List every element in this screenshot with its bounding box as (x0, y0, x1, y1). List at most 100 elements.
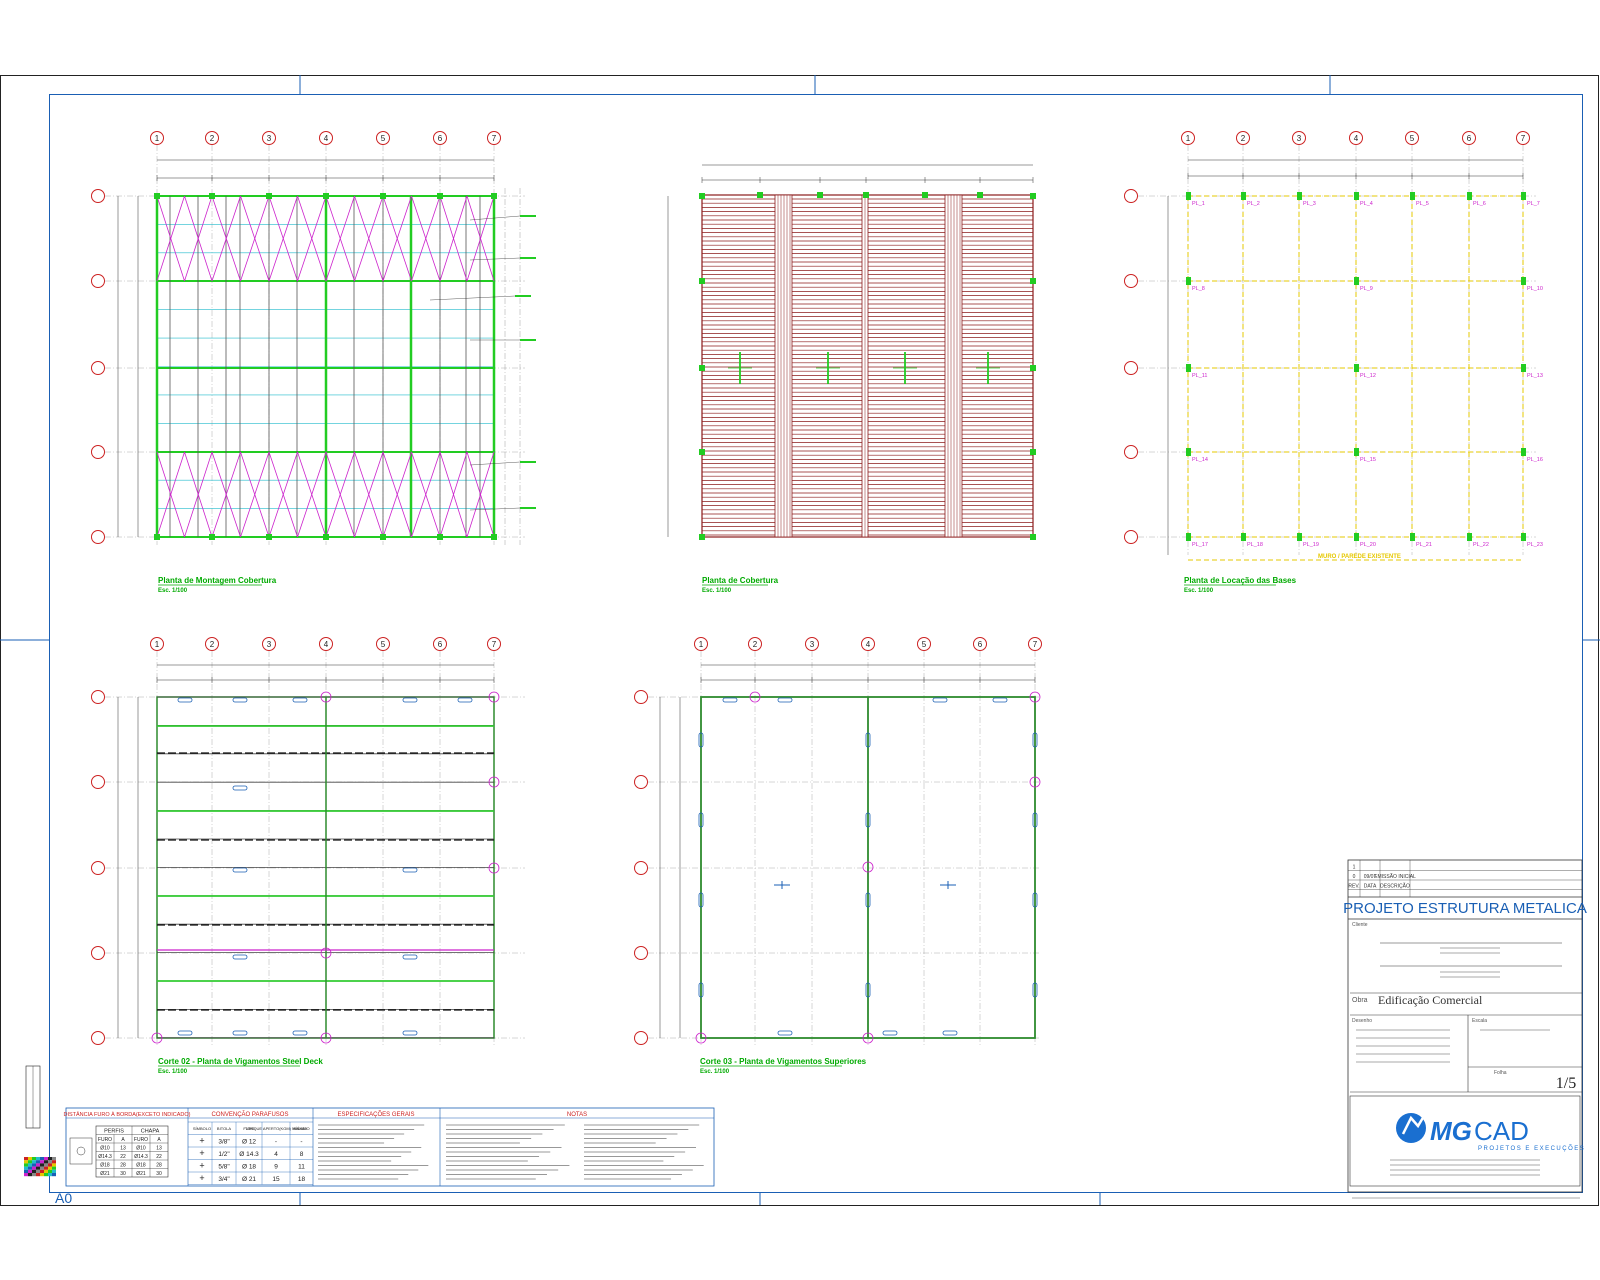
left-strip (24, 1065, 56, 1177)
holes-subhead: FURO (134, 1137, 148, 1143)
grid-axis-label: 4 (1354, 134, 1359, 143)
grid-axis-label: 7 (1521, 134, 1526, 143)
company-brand: MG (1430, 1116, 1472, 1146)
base-plate-label: PL_18 (1247, 542, 1263, 548)
pen-color-swatch (52, 1169, 56, 1173)
ridge-strip (774, 194, 793, 538)
base-plate-marker (1297, 192, 1302, 200)
view-scale-2: Esc. 1/100 (702, 588, 732, 594)
holes-cell: Ø21 (136, 1171, 146, 1177)
grid-axis-bubble (150, 131, 164, 145)
base-plate-marker (1521, 192, 1526, 200)
base-plate-marker (1186, 448, 1191, 456)
grid-axis-bubble (973, 637, 987, 651)
pen-color-swatch (52, 1173, 56, 1177)
bolts-head-cell: TORQUE APERTO(KGM) MÍNIMO (245, 1126, 307, 1131)
bracing-diagonal (211, 195, 241, 282)
grid-axis-bubble (376, 637, 390, 651)
view-title-2: Planta de Cobertura (702, 576, 779, 585)
bolts-cell: 3/8" (218, 1139, 230, 1146)
pen-color-swatch (52, 1157, 56, 1161)
bolts-cell: + (199, 1161, 204, 1171)
holes-cell: Ø10 (136, 1146, 146, 1152)
pen-color-swatch (24, 1169, 28, 1173)
client-section-label: Cliente (1352, 922, 1368, 928)
column-marker (699, 534, 705, 540)
column-marker (491, 534, 497, 540)
connection-symbol (777, 1030, 793, 1036)
grid-axis-bubble (91, 775, 105, 789)
bolts-head-cell: MÁXIMO (293, 1126, 309, 1131)
column-marker (437, 193, 443, 199)
grid-axis-label: 1 (155, 134, 160, 143)
pen-color-swatch (48, 1173, 52, 1177)
connection-symbol (698, 982, 704, 998)
base-plate-marker (1241, 192, 1246, 200)
revision-cell: DESCRIÇÃO (1380, 883, 1410, 890)
connection-symbol (232, 697, 248, 703)
connection-symbol (232, 867, 248, 873)
grid-axis-bubble (91, 861, 105, 875)
connection-symbol (402, 697, 418, 703)
holes-cell: Ø14.3 (98, 1154, 112, 1160)
pen-color-swatch (36, 1169, 40, 1173)
revision-cell: EMISSÃO INICIAL (1374, 873, 1416, 880)
grid-axis-bubble (1349, 131, 1363, 145)
bracing-diagonal (184, 451, 213, 538)
base-plate-marker (1354, 448, 1359, 456)
pen-color-swatch (48, 1163, 52, 1167)
revision-cell: 09/07 (1364, 874, 1377, 880)
bolts-cell: 18 (298, 1176, 306, 1183)
column-marker (699, 193, 705, 199)
grid-axis-bubble (91, 690, 105, 704)
grid-axis-label: 5 (381, 134, 386, 143)
holes-cell: 30 (156, 1171, 162, 1177)
connection-symbol (457, 697, 473, 703)
view-scale-5: Esc. 1/100 (700, 1069, 730, 1075)
holes-cell: Ø14.3 (134, 1154, 148, 1160)
base-plate-marker (1186, 364, 1191, 372)
pen-color-swatch (44, 1157, 48, 1161)
grid-axis-label: 1 (699, 640, 704, 649)
bolts-cell: + (199, 1173, 204, 1183)
bolts-cell: 8 (300, 1151, 304, 1158)
grid-axis-bubble (917, 637, 931, 651)
grid-axis-bubble (1462, 131, 1476, 145)
base-plate-marker (1410, 533, 1415, 541)
holes-cell: 22 (156, 1154, 162, 1160)
holes-subhead: A (121, 1137, 125, 1143)
grid-axis-label: 3 (267, 134, 272, 143)
bolts-cell: 9 (274, 1164, 278, 1171)
connection-symbol (942, 1030, 958, 1036)
holes-cell: 30 (120, 1171, 126, 1177)
connection-symbol (698, 892, 704, 908)
bracing-diagonal (411, 195, 441, 282)
grid-axis-bubble (694, 637, 708, 651)
view-titles: Planta de Montagem Cobertura Esc. 1/100 … (158, 576, 1297, 1075)
base-plate-label: PL_10 (1527, 286, 1543, 292)
view-title-3: Planta de Locação das Bases (1184, 576, 1297, 585)
connection-symbol (232, 785, 248, 791)
detail-callout (488, 776, 500, 788)
base-plate-label: PL_20 (1360, 542, 1376, 548)
bolts-cell: + (199, 1148, 204, 1158)
base-plate-label: PL_22 (1473, 542, 1489, 548)
column-marker (699, 365, 705, 371)
connection-symbol (402, 867, 418, 873)
obra-name: Edificação Comercial (1378, 993, 1483, 1007)
grid-axis-bubble (150, 637, 164, 651)
bracing-diagonal (325, 195, 355, 282)
base-footer-label: MURO / PAREDE EXISTENTE (1318, 554, 1401, 560)
pen-color-swatch (44, 1173, 48, 1177)
grid-axis-label: 2 (210, 640, 215, 649)
grid-axis-bubble (634, 1031, 648, 1045)
connection-symbol (1032, 732, 1038, 748)
base-plate-label: PL_3 (1303, 201, 1316, 207)
holes-head-right: CHAPA (141, 1129, 160, 1135)
view-scale-4: Esc. 1/100 (158, 1069, 188, 1075)
bracing-diagonal (211, 451, 241, 538)
pen-color-swatch (48, 1169, 52, 1173)
